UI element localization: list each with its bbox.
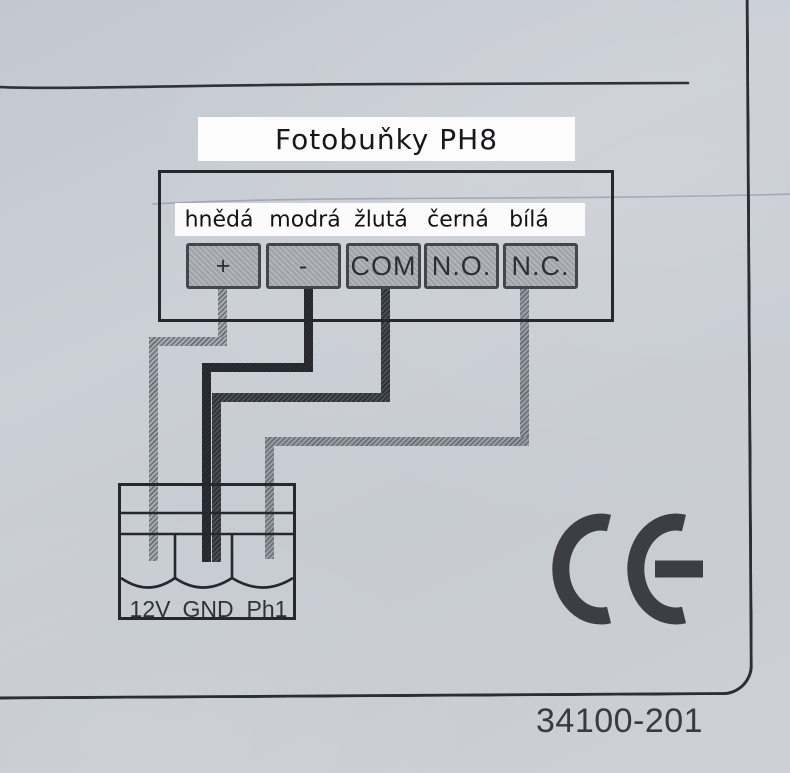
paper-crease (151, 193, 790, 205)
ce-mark-icon (552, 513, 703, 625)
connector-label-gnd: GND (182, 596, 234, 622)
terminal-no: N.O. (424, 243, 499, 289)
wire-color-label-strip: hnědá modrá žlutá černá bílá (175, 203, 585, 236)
control-board-connector: 12V GND Ph1 (118, 483, 296, 622)
part-number: 34100-201 (536, 702, 704, 740)
terminal-com: COM (346, 243, 421, 289)
wire-label-white: bílá (509, 207, 549, 232)
diagram-title: Fotobuňky PH8 (198, 117, 575, 161)
wire-label-black: černá (427, 207, 489, 232)
diagram-title-text: Fotobuňky PH8 (274, 122, 499, 156)
connector-label-ph1: Ph1 (246, 596, 288, 622)
wire-label-yellow: žlutá (354, 207, 408, 232)
terminal-plus: + (186, 243, 261, 289)
wire-label-blue: modrá (269, 207, 341, 232)
connector-slots (119, 511, 295, 589)
connector-label-12v: 12V (129, 596, 171, 622)
page-top-rule (0, 81, 690, 90)
terminal-nc: N.C. (503, 243, 578, 289)
terminal-minus: - (266, 243, 341, 289)
wire-label-brown: hnědá (184, 207, 254, 232)
photocell-terminal-box (158, 170, 614, 322)
